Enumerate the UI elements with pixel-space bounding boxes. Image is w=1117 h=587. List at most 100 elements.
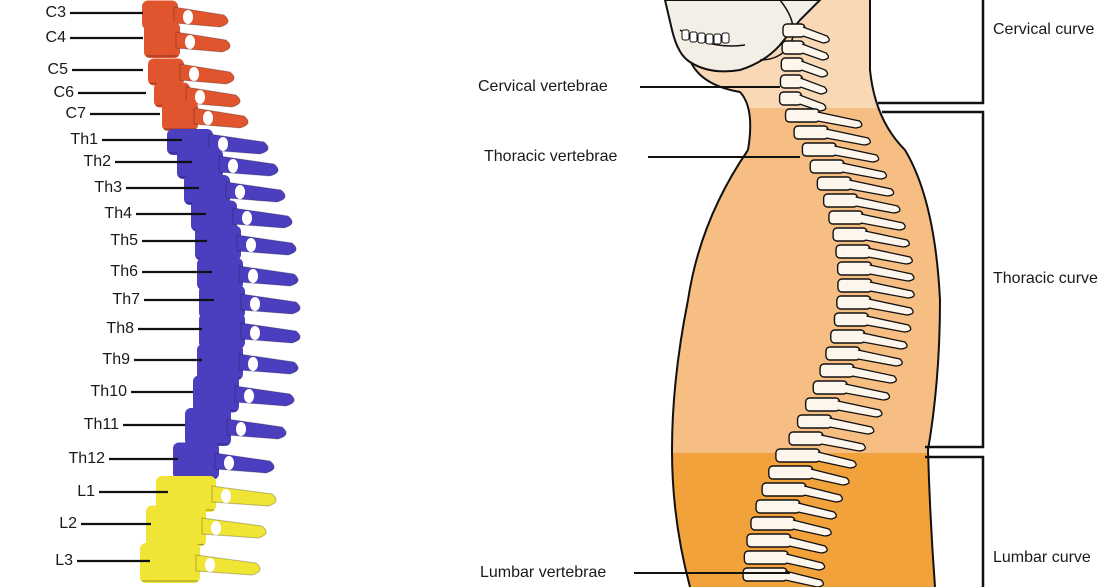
profile-vertebra xyxy=(784,108,821,123)
vertebra-foramen-th2 xyxy=(228,159,238,173)
profile-vertebra xyxy=(832,227,868,242)
vertebra-process-th12 xyxy=(214,452,275,474)
body-outline-front xyxy=(670,149,749,587)
vertebra-foramen-c5 xyxy=(189,67,199,81)
thoracic-curve-label: Thoracic curve xyxy=(993,270,1098,287)
body-outline-back xyxy=(904,149,942,587)
vertebra-process-th5 xyxy=(236,234,297,256)
profile-vertebra xyxy=(809,159,845,174)
vertebra-body-th5 xyxy=(195,225,241,261)
profile-vertebra-process xyxy=(837,400,883,418)
vertebra-process-c4 xyxy=(175,31,231,53)
vertebra-foramen-th1 xyxy=(218,137,228,151)
vertebra-process-th6 xyxy=(238,265,299,287)
vertebra-label-th10: Th10 xyxy=(90,383,127,400)
profile-vertebra xyxy=(755,499,801,514)
skull-icon xyxy=(663,0,822,73)
vertebra-body-c5 xyxy=(148,58,184,86)
vertebra-label-th9: Th9 xyxy=(102,351,130,368)
vertebra-label-c3: C3 xyxy=(45,4,66,21)
vertebra-foramen-c3 xyxy=(183,10,193,24)
vertebra-label-th2: Th2 xyxy=(83,153,111,170)
profile-vertebra xyxy=(819,363,855,378)
vertebra-label-c7: C7 xyxy=(65,105,86,122)
profile-vertebra xyxy=(804,397,841,412)
vertebra-label-th3: Th3 xyxy=(94,179,122,196)
vertebra-process-th8 xyxy=(240,322,301,344)
vertebra-body-th4 xyxy=(191,200,237,232)
thoracic-vertebrae-label: Thoracic vertebrae xyxy=(484,148,618,165)
body-fill xyxy=(672,0,940,587)
vertebra-foramen-th12 xyxy=(224,456,234,470)
profile-vertebra-process xyxy=(868,298,914,316)
vertebra-process-c5 xyxy=(179,63,235,85)
profile-vertebra xyxy=(779,74,804,89)
vertebra-foramen-th8 xyxy=(250,326,260,340)
profile-vertebra-process xyxy=(788,536,828,554)
vertebra-foramen-th6 xyxy=(248,269,258,283)
vertebra-foramen-th3 xyxy=(235,185,245,199)
profile-vertebra-process xyxy=(817,111,863,129)
vertebra-label-th1: Th1 xyxy=(70,131,98,148)
profile-vertebra-process xyxy=(810,468,850,486)
neck-outline-front xyxy=(689,59,752,151)
profile-vertebra-process xyxy=(849,179,895,197)
profile-vertebra-process xyxy=(799,94,827,112)
profile-vertebra-process xyxy=(801,43,830,61)
profile-vertebra xyxy=(781,40,805,55)
vertebra-body-l1 xyxy=(156,476,216,512)
profile-vertebra-process xyxy=(867,247,913,265)
profile-vertebra-process xyxy=(860,213,906,231)
profile-vertebra xyxy=(812,380,848,395)
profile-vertebra-process xyxy=(800,77,828,95)
vertebra-label-c4: C4 xyxy=(45,29,66,46)
vertebra-body-th9 xyxy=(197,344,243,380)
profile-vertebra-process xyxy=(786,553,826,571)
profile-vertebra-process xyxy=(845,383,891,401)
profile-vertebra xyxy=(775,448,821,463)
profile-vertebra-process xyxy=(864,230,910,248)
profile-vertebra-process xyxy=(862,332,908,350)
vertebra-body-c7 xyxy=(162,101,198,131)
profile-vertebra xyxy=(750,516,796,531)
vertebra-foramen-th7 xyxy=(250,297,260,311)
profile-vertebra xyxy=(782,23,806,38)
vertebra-process-c3 xyxy=(173,6,229,28)
vertebra-label-th6: Th6 xyxy=(110,263,138,280)
vertebra-foramen-l3 xyxy=(205,558,215,572)
vertebra-label-c5: C5 xyxy=(47,61,68,78)
curve-brackets xyxy=(878,0,985,587)
vertebra-body-th1 xyxy=(167,129,213,155)
vertebra-label-th7: Th7 xyxy=(112,291,140,308)
vertebra-body-th6 xyxy=(197,258,243,290)
vertebra-body-th12 xyxy=(173,442,219,480)
profile-vertebra xyxy=(801,142,838,157)
profile-vertebra xyxy=(822,193,859,208)
vertebra-label-th12: Th12 xyxy=(68,450,105,467)
cervical-vertebrae-label: Cervical vertebrae xyxy=(478,78,608,95)
vertebra-foramen-c4 xyxy=(185,35,195,49)
profile-vertebra xyxy=(742,567,788,582)
profile-vertebra-process xyxy=(797,502,837,520)
vertebra-label-l1: L1 xyxy=(77,483,95,500)
spine-profile xyxy=(742,23,915,587)
vertebra-body-l3 xyxy=(140,543,200,583)
profile-vertebra-process xyxy=(829,417,875,435)
profile-vertebra-process xyxy=(857,349,903,367)
vertebra-foramen-l1 xyxy=(221,489,231,503)
lumbar-vertebrae-label: Lumbar vertebrae xyxy=(480,564,607,581)
profile-vertebra xyxy=(816,176,853,191)
vertebra-foramen-c6 xyxy=(195,90,205,104)
vertebra-body-th7 xyxy=(199,285,245,319)
vertebra-body-th10 xyxy=(193,375,239,413)
profile-vertebra-process xyxy=(801,60,829,78)
vertebra-process-th10 xyxy=(234,385,295,407)
vertebra-process-th3 xyxy=(225,181,286,203)
profile-vertebra xyxy=(837,278,873,293)
profile-vertebra xyxy=(743,550,790,565)
vertebra-process-th2 xyxy=(218,155,279,177)
profile-vertebra xyxy=(793,125,829,140)
profile-vertebra-process xyxy=(851,366,897,384)
profile-vertebra xyxy=(833,312,870,327)
